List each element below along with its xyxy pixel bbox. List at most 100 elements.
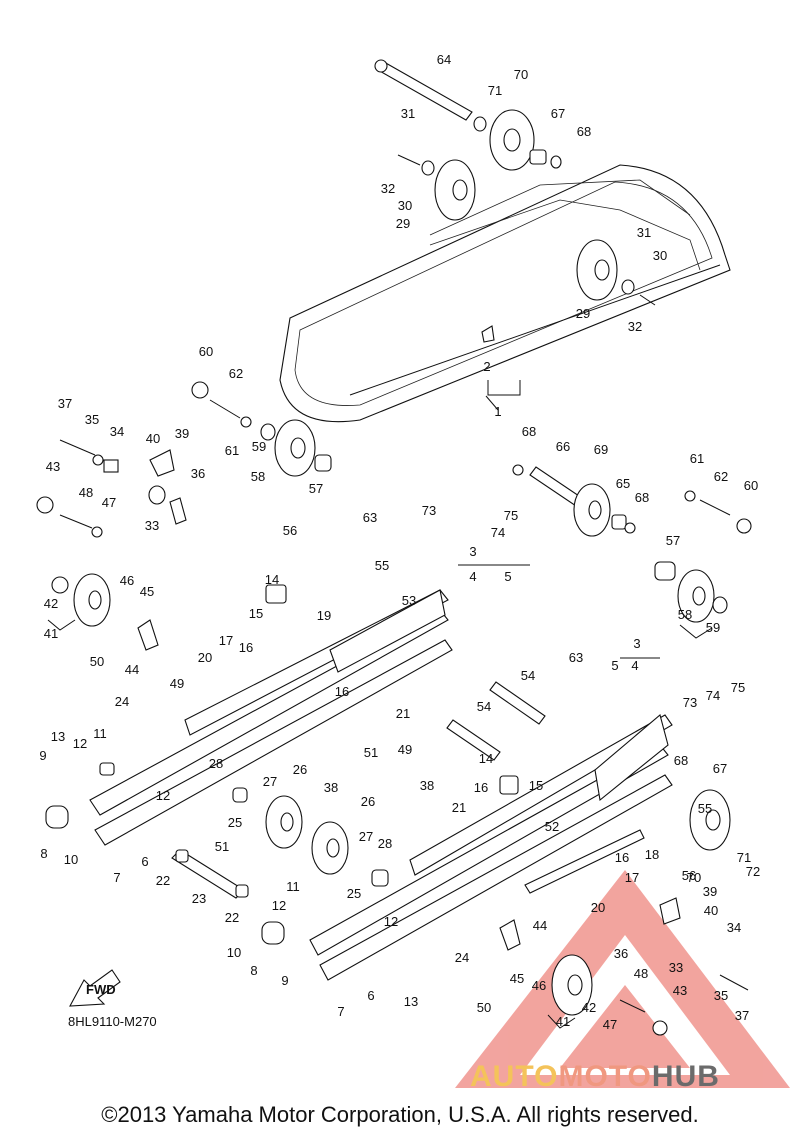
washer-43-left (36, 496, 54, 514)
callout-63: 63 (569, 650, 583, 665)
callout-36: 36 (614, 946, 628, 961)
bushing-57-left (314, 454, 332, 472)
cross-shaft-54-lower (446, 719, 501, 761)
callout-45: 45 (140, 584, 154, 599)
callout-32: 32 (381, 181, 395, 196)
bolt-32-left (397, 154, 421, 166)
callout-39: 39 (703, 884, 717, 899)
callout-17: 17 (625, 870, 639, 885)
callout-45: 45 (510, 971, 524, 986)
callout-30: 30 (398, 198, 412, 213)
callout-34: 34 (110, 424, 124, 439)
bushing-57-right (654, 561, 676, 581)
callout-60: 60 (199, 344, 213, 359)
callout-6: 6 (141, 854, 148, 869)
watermark-text: AUTOMOTOHUB (470, 1060, 720, 1094)
callout-2: 2 (483, 359, 490, 374)
washer-35-left (92, 454, 104, 466)
callout-64: 64 (437, 52, 451, 67)
callout-55: 55 (698, 801, 712, 816)
callout-58: 58 (251, 469, 265, 484)
callout-13: 13 (404, 994, 418, 1009)
callout-9: 9 (281, 973, 288, 988)
washer-61-left (240, 416, 252, 428)
callout-19: 19 (317, 608, 331, 623)
callout-63: 63 (363, 510, 377, 525)
callout-70: 70 (687, 870, 701, 885)
bolt-48-left (59, 514, 93, 529)
callout-71: 71 (737, 850, 751, 865)
callout-58: 58 (678, 607, 692, 622)
clip-2 (481, 325, 495, 343)
washer-68-right (624, 522, 636, 534)
callout-49: 49 (398, 742, 412, 757)
callout-25: 25 (347, 886, 361, 901)
callout-20: 20 (198, 650, 212, 665)
callout-54: 54 (521, 668, 535, 683)
callout-74: 74 (706, 688, 720, 703)
watermark-hub: HUB (651, 1060, 720, 1093)
callout-11: 11 (286, 879, 300, 894)
callout-68: 68 (674, 753, 688, 768)
washer-60-left (191, 381, 209, 399)
bushing-67 (529, 149, 562, 169)
bushing-33-left (148, 485, 166, 505)
stopper-8-right (261, 921, 285, 945)
bushing-25-left (232, 787, 248, 803)
callout-7: 7 (113, 870, 120, 885)
callout-4: 4 (469, 569, 476, 584)
callout-23: 23 (192, 891, 206, 906)
idler-wheel-69 (573, 483, 611, 537)
callout-73: 73 (422, 503, 436, 518)
idler-wheel-26-right (311, 821, 349, 875)
callout-51: 51 (364, 745, 378, 760)
callout-68: 68 (577, 124, 591, 139)
washer-68-upper (512, 464, 524, 476)
callout-65: 65 (616, 476, 630, 491)
callout-12: 12 (156, 788, 170, 803)
callout-67: 67 (551, 106, 565, 121)
rear-wheel-29-left (434, 159, 476, 221)
watermark-auto: AUTO (470, 1060, 559, 1093)
callout-37: 37 (735, 1008, 749, 1023)
callout-3: 3 (469, 544, 476, 559)
callout-66: 66 (556, 439, 570, 454)
collar-71 (473, 116, 487, 132)
callout-5: 5 (611, 658, 618, 673)
callout-72: 72 (746, 864, 760, 879)
bolt-48-right (619, 999, 646, 1013)
bolt-62-left (209, 399, 241, 419)
callout-52: 52 (545, 819, 559, 834)
callout-17: 17 (219, 633, 233, 648)
callout-6: 6 (367, 988, 374, 1003)
callout-62: 62 (229, 366, 243, 381)
callout-46: 46 (532, 978, 546, 993)
callout-13: 13 (51, 729, 65, 744)
callout-10: 10 (227, 945, 241, 960)
callout-34: 34 (727, 920, 741, 935)
callout-20: 20 (591, 900, 605, 915)
callout-47: 47 (102, 495, 116, 510)
callout-60: 60 (744, 478, 758, 493)
callout-69: 69 (594, 442, 608, 457)
callout-29: 29 (396, 216, 410, 231)
spacer-34-left (103, 459, 119, 473)
bolt-62-right (699, 499, 731, 516)
drawing-code: 8HL9110-M270 (68, 1014, 157, 1029)
callout-16: 16 (335, 684, 349, 699)
callout-36: 36 (191, 466, 205, 481)
callout-40: 40 (704, 903, 718, 918)
slide-rail-right (309, 714, 673, 981)
collar-65 (611, 514, 627, 530)
collar-22-lower (235, 884, 249, 898)
bolt-32-right (639, 294, 656, 306)
callout-16: 16 (239, 640, 253, 655)
callout-35: 35 (714, 988, 728, 1003)
callout-33: 33 (145, 518, 159, 533)
block-14-left (265, 584, 287, 604)
callout-8: 8 (250, 963, 257, 978)
callout-7: 7 (337, 1004, 344, 1019)
bracket-39-right (659, 897, 681, 925)
callout-14: 14 (265, 572, 279, 587)
